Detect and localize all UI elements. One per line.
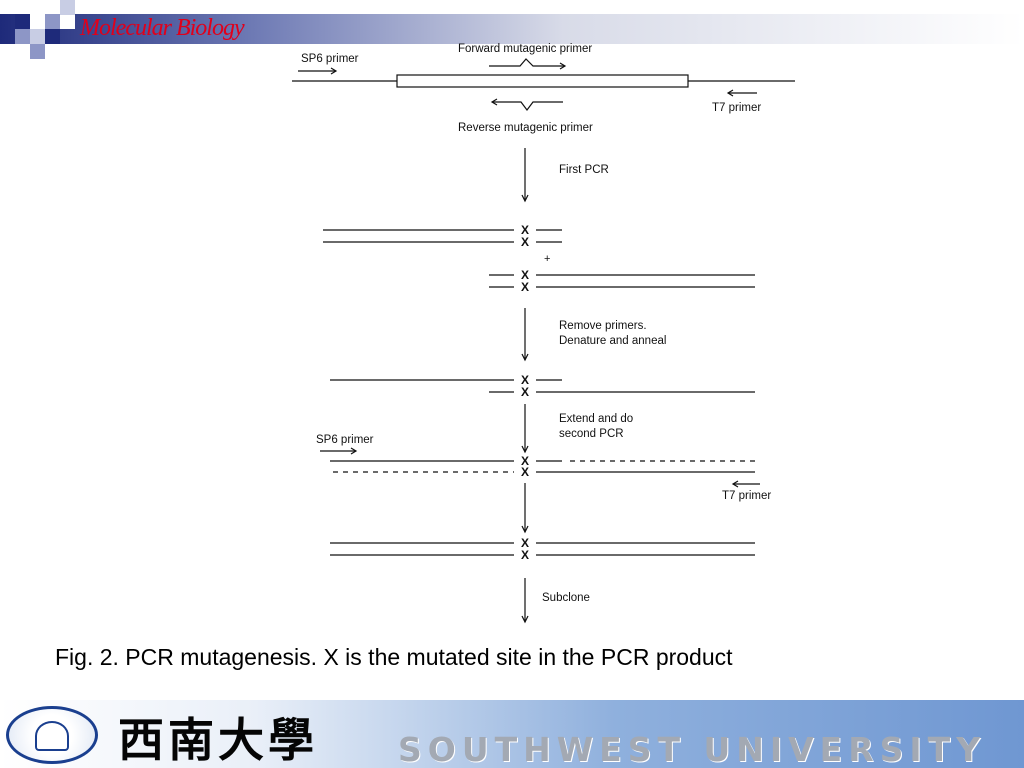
sp6-primer-arrow-top (298, 67, 338, 75)
t7-primer-arrow-bottom (731, 480, 760, 488)
target-gene-box (396, 74, 689, 88)
mutation-mark: X (521, 548, 529, 562)
figure-caption: Fig. 2. PCR mutagenesis. X is the mutate… (55, 644, 733, 670)
step-label-subclone: Subclone (542, 592, 590, 604)
sp6-primer-label-top: SP6 primer (301, 53, 359, 65)
t7-primer-arrow-top (726, 89, 757, 97)
mutation-mark: X (521, 373, 529, 387)
t7-primer-label-bottom: T7 primer (722, 490, 771, 502)
pcr-mutagenesis-diagram: SP6 primer Forward mutagenic primer T7 p… (292, 43, 795, 624)
mutation-mark: X (521, 465, 529, 479)
mutation-mark: X (521, 223, 529, 237)
mutation-marks-3: X X (521, 454, 529, 479)
university-name-chinese: 西南大學 (118, 713, 318, 767)
university-name-english: SOUTHWEST UNIVERSITY (398, 730, 987, 768)
forward-primer-label: Forward mutagenic primer (458, 43, 592, 55)
plus-sign: + (544, 253, 550, 265)
annealed-strands (330, 379, 755, 393)
step-arrow-5 (521, 578, 529, 624)
second-pcr-strands (320, 447, 760, 488)
step-label-extend: Extend and do (559, 413, 633, 425)
first-pcr-products (323, 229, 755, 288)
step-label-second-pcr: second PCR (559, 428, 624, 440)
step-arrow-1 (521, 148, 529, 203)
template-stage (292, 58, 795, 111)
mutation-marks-2: X X (521, 373, 529, 399)
final-product (330, 542, 755, 556)
sp6-primer-label-bottom: SP6 primer (316, 434, 374, 446)
mutation-mark: X (521, 385, 529, 399)
mutation-mark: X (521, 536, 529, 550)
step-label-remove-primers: Remove primers. (559, 320, 647, 332)
forward-primer-arrow (489, 58, 567, 70)
header-bar (0, 14, 1024, 44)
reverse-primer-arrow (490, 98, 563, 111)
t7-primer-label-top: T7 primer (712, 102, 761, 114)
step-label-denature-anneal: Denature and anneal (559, 335, 666, 347)
step-arrow-4 (521, 483, 529, 534)
footer-banner: 西南大學 SOUTHWEST UNIVERSITY (0, 700, 1024, 768)
sp6-primer-arrow-bottom (320, 447, 358, 455)
mutation-mark: X (521, 235, 529, 249)
step-label-first-pcr: First PCR (559, 164, 609, 176)
mutation-mark: X (521, 454, 529, 468)
university-emblem-icon (6, 706, 98, 764)
slide-title: Molecular Biology (80, 15, 245, 41)
mutation-mark: X (521, 268, 529, 282)
step-arrow-2 (521, 308, 529, 362)
step-arrow-3 (521, 404, 529, 454)
mutation-marks-1: X X X X (521, 223, 529, 294)
reverse-primer-label: Reverse mutagenic primer (458, 122, 593, 134)
mutation-mark: X (521, 280, 529, 294)
mutation-marks-4: X X (521, 536, 529, 562)
